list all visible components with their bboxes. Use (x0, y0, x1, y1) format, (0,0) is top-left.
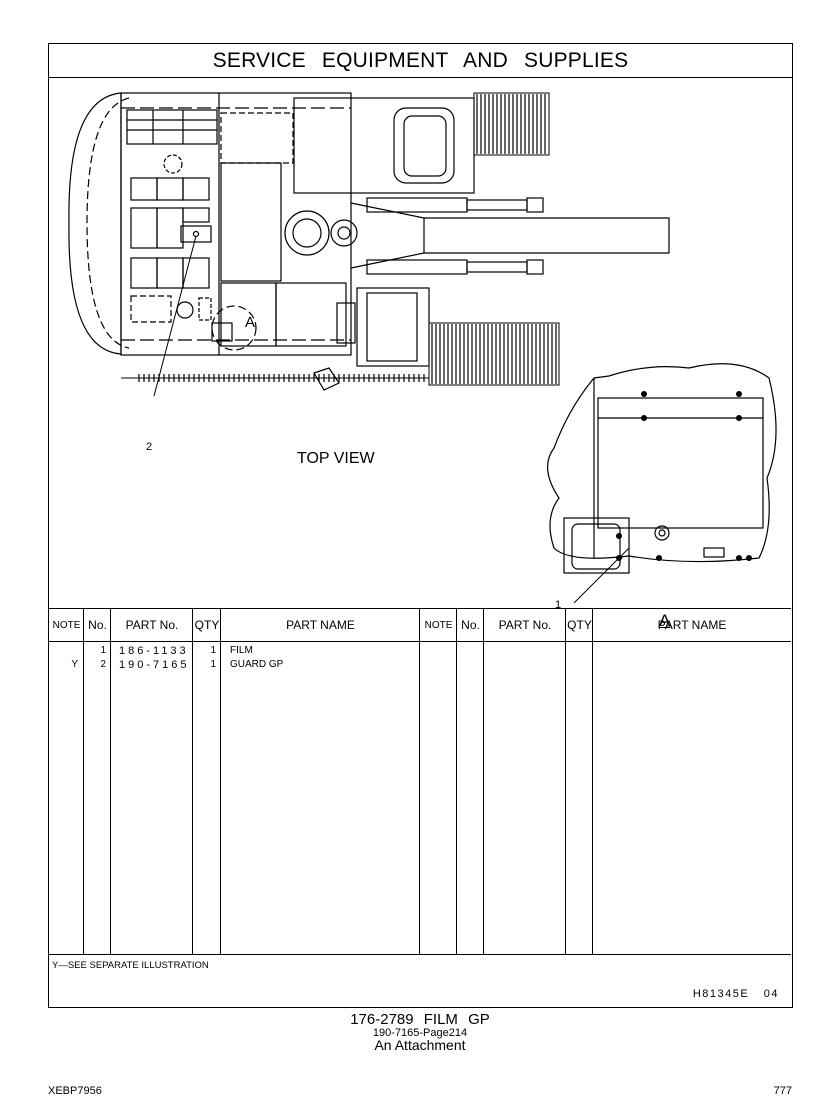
guard-gp-part (180, 225, 212, 243)
row-qty: 1 (210, 659, 216, 670)
col-divider (484, 609, 566, 954)
col-divider (111, 609, 193, 954)
bolt-icon (736, 555, 742, 561)
col-divider (457, 609, 484, 954)
caption-group-title: 176-2789 FILM GP (350, 1011, 490, 1028)
caption-type: An Attachment (374, 1037, 466, 1053)
page-number: 777 (773, 1085, 792, 1097)
film-part (571, 523, 621, 570)
table-row: Y 2 190-7165 1 GUARD GP (49, 658, 420, 672)
parts-sheet-frame: SERVICE EQUIPMENT AND SUPPLIES (48, 43, 793, 1008)
cab-outline (293, 97, 475, 194)
bolt-icon (641, 415, 647, 421)
detail-a-outline (547, 363, 777, 563)
parts-table: NOTE No. PART No. QTY PART NAME NOTE No.… (49, 608, 791, 954)
track-lower (121, 322, 560, 386)
header-part-no: PART No. (125, 618, 179, 632)
row-part-name: FILM (230, 645, 253, 656)
col-divider (49, 609, 84, 954)
row-part-no: 186-1133 (119, 645, 189, 657)
counterweight-outline (68, 92, 122, 355)
row-no: 2 (100, 659, 106, 670)
col-divider (221, 609, 420, 954)
boom (350, 202, 670, 269)
row-no: 1 (100, 645, 106, 656)
bolt-icon (616, 533, 622, 539)
header-qty: QTY (194, 618, 220, 632)
bolt-icon (656, 555, 662, 561)
header-qty-2: QTY (567, 618, 592, 632)
row-note: Y (71, 659, 78, 670)
header-no: No. (88, 618, 107, 632)
callout-2: 2 (146, 441, 153, 453)
top-view-label: TOP VIEW (297, 450, 375, 467)
machine-top-view-drawing (68, 92, 777, 604)
row-part-name: GUARD GP (230, 659, 284, 670)
bolt-icon (736, 415, 742, 421)
bolt-icon (746, 555, 752, 561)
header-note: NOTE (52, 620, 81, 631)
bolt-icon (616, 555, 622, 561)
sheet-footer: Y—SEE SEPARATE ILLUSTRATION H81345E 04 (49, 954, 791, 1007)
col-divider (566, 609, 593, 954)
bolt-icon (736, 391, 742, 397)
header-part-name-2: PART NAME (657, 618, 727, 632)
bolt-icon (641, 391, 647, 397)
header-part-no-2: PART No. (498, 618, 552, 632)
col-divider (420, 609, 457, 954)
detail-a-marker-label: A (245, 314, 256, 331)
swing-gear (284, 210, 330, 256)
drawing-code: H81345E 04 (692, 988, 779, 1000)
detail-a-marker-circle (211, 305, 257, 351)
parts-illustration: TOP VIEW A A 2 1 (49, 78, 791, 630)
callout-1: 1 (555, 599, 562, 611)
document-id: XEBP7956 (48, 1085, 102, 1097)
detail-a-label: A (659, 611, 671, 630)
header-part-name: PART NAME (286, 618, 355, 632)
radiator-grille (126, 109, 218, 145)
col-divider (84, 609, 111, 954)
callout-2-leader (153, 235, 197, 397)
col-divider (193, 609, 221, 954)
row-qty: 1 (210, 645, 216, 656)
detail-a-panel (597, 397, 764, 529)
header-no-2: No. (461, 618, 480, 632)
caption-reference: 190-7165-Page214 (372, 1027, 468, 1039)
note-legend: Y—SEE SEPARATE ILLUSTRATION (52, 960, 209, 971)
page-title: SERVICE EQUIPMENT AND SUPPLIES (49, 44, 792, 78)
track-upper (473, 92, 550, 156)
table-header: NOTE No. PART No. QTY PART NAME NOTE No.… (49, 609, 791, 642)
detail-a-drawing (547, 363, 777, 604)
row-part-no: 190-7165 (119, 659, 190, 671)
header-note-2: NOTE (424, 620, 453, 631)
upper-structure-outline (120, 92, 352, 356)
table-row: 1 186-1133 1 FILM (49, 644, 420, 658)
